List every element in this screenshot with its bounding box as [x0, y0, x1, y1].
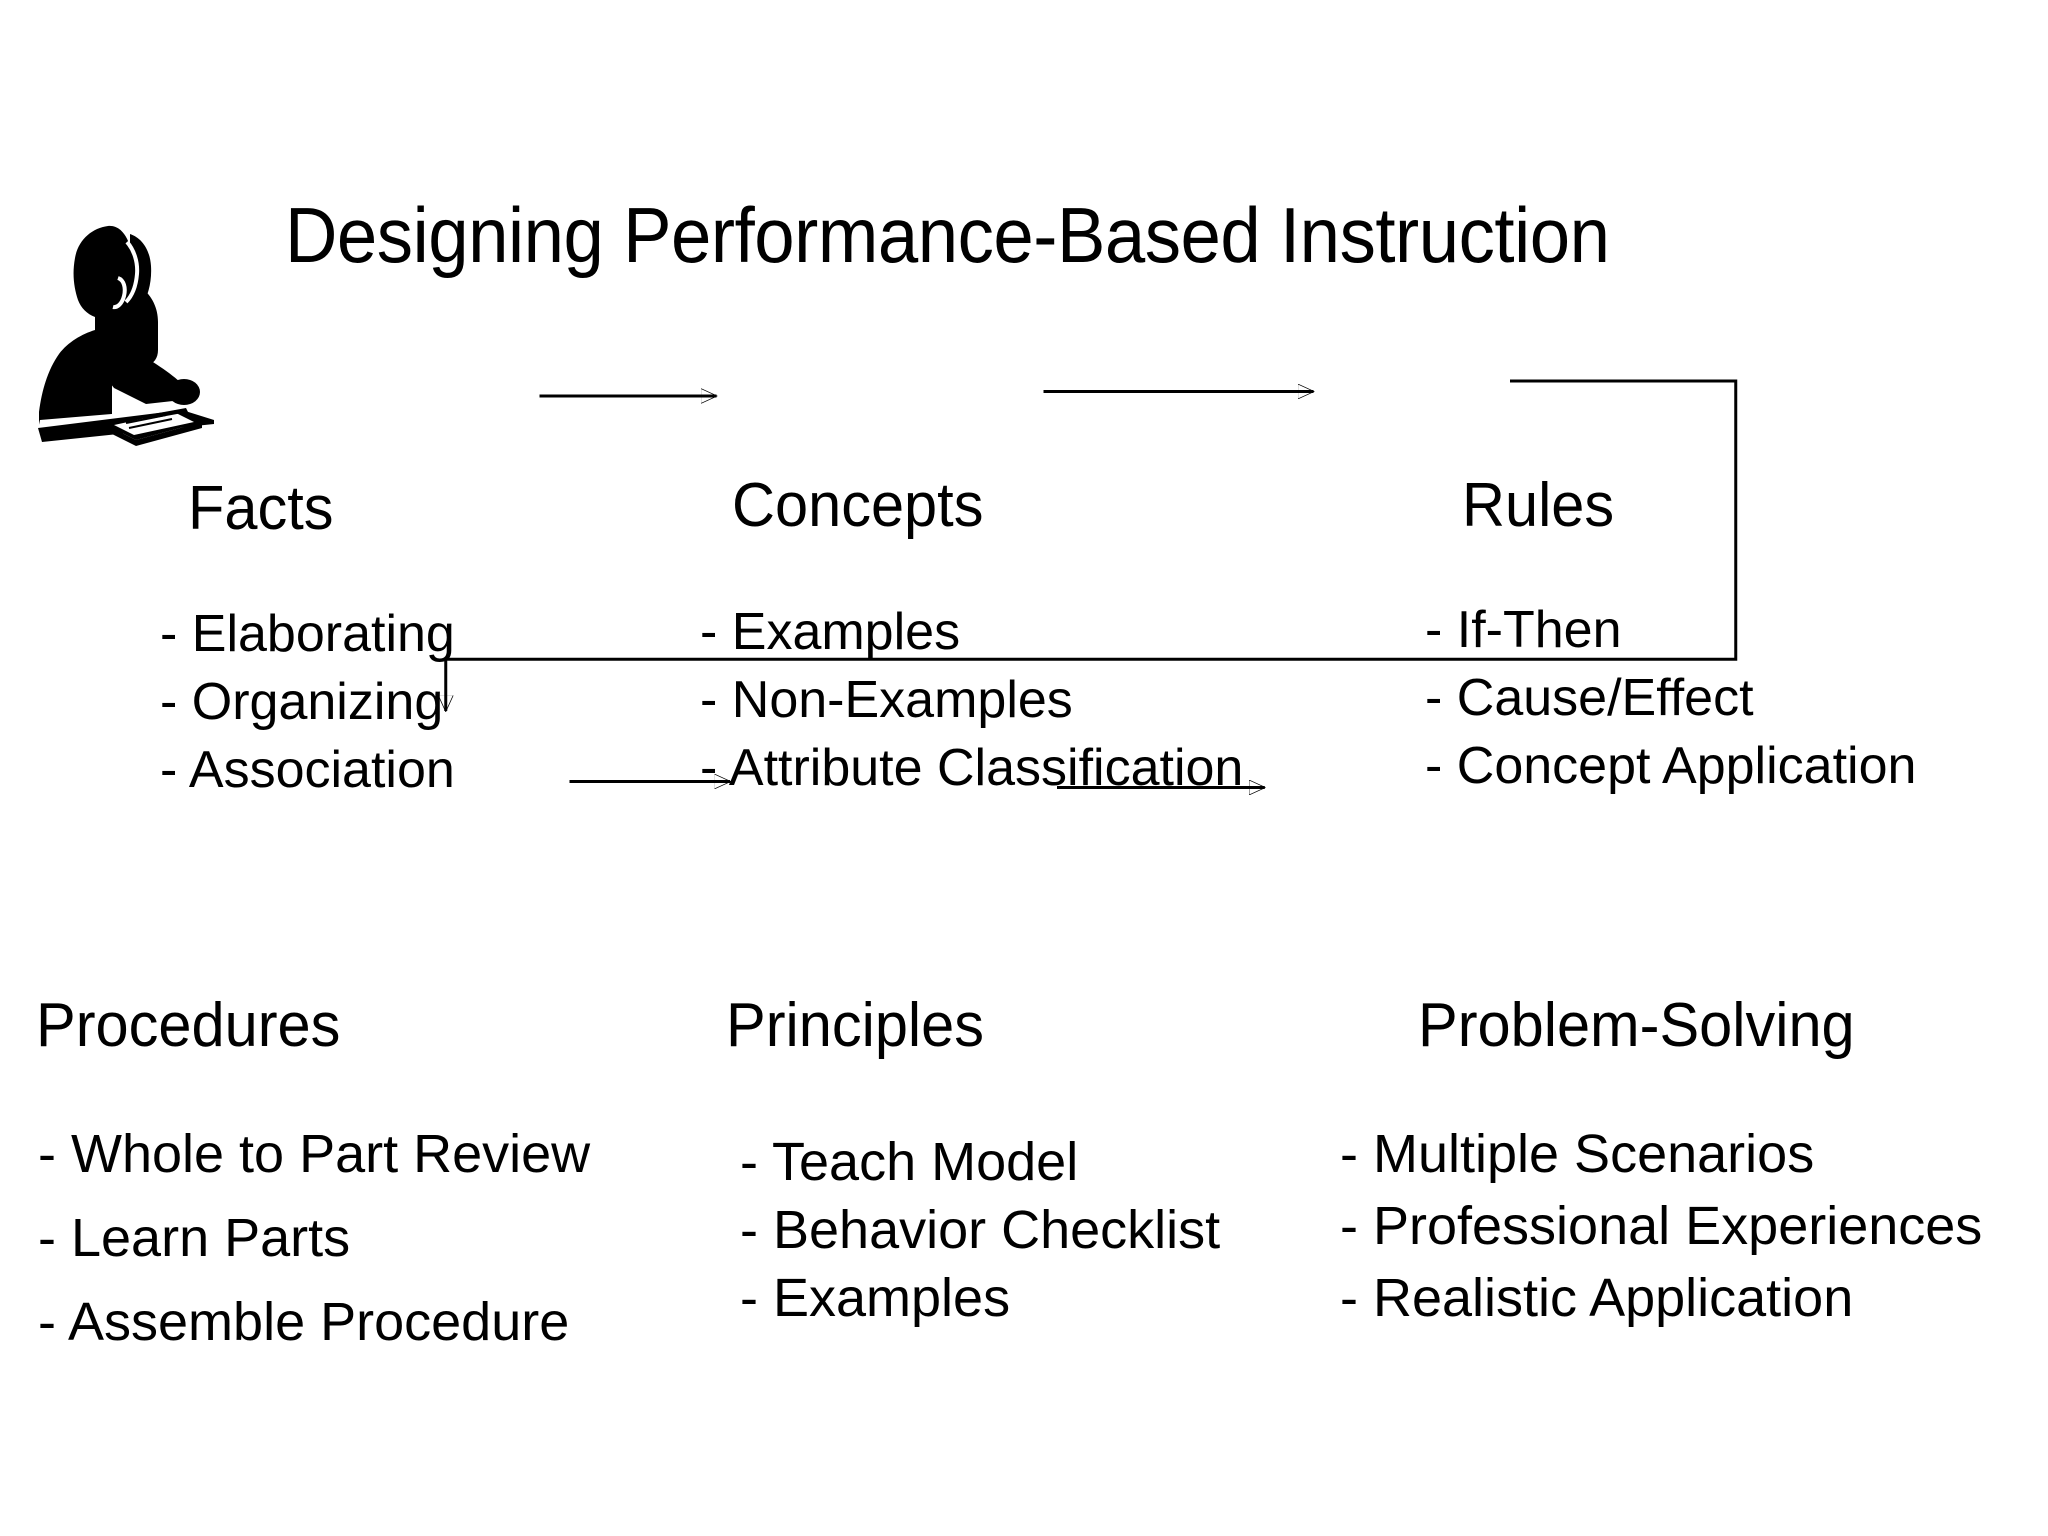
- list-item: - Behavior Checklist: [740, 1200, 1221, 1260]
- list-item: - Assemble Procedure: [38, 1292, 570, 1352]
- column-items-facts: - Elaborating - Organizing - Association: [160, 600, 455, 804]
- list-item: - If-Then: [1425, 601, 1622, 659]
- list-item: - Attribute Classification: [700, 739, 1244, 797]
- person-at-desk-silhouette-icon: [34, 212, 214, 452]
- column-items-principles: - Teach Model - Behavior Checklist - Exa…: [740, 1128, 1220, 1332]
- column-items-concepts: - Examples - Non-Examples - Attribute Cl…: [700, 598, 1243, 802]
- list-item: - Whole to Part Review: [38, 1124, 591, 1184]
- list-item: - Concept Application: [1425, 737, 1917, 795]
- list-item: - Examples: [700, 603, 961, 661]
- column-items-problem-solving: - Multiple Scenarios - Professional Expe…: [1340, 1118, 1982, 1334]
- column-heading-concepts: Concepts: [732, 471, 984, 540]
- column-items-procedures: - Whole to Part Review - Learn Parts - A…: [38, 1112, 590, 1364]
- list-item: - Examples: [740, 1268, 1011, 1328]
- column-heading-problem-solving: Problem-Solving: [1418, 991, 1855, 1060]
- list-item: - Cause/Effect: [1425, 669, 1754, 727]
- page-title: Designing Performance-Based Instruction: [285, 191, 1610, 279]
- list-item: - Learn Parts: [38, 1208, 351, 1268]
- list-item: - Teach Model: [740, 1132, 1079, 1192]
- column-heading-procedures: Procedures: [36, 991, 341, 1060]
- column-heading-facts: Facts: [188, 474, 334, 543]
- column-heading-rules: Rules: [1462, 471, 1615, 540]
- list-item: - Non-Examples: [700, 671, 1073, 729]
- list-item: - Organizing: [160, 673, 444, 731]
- list-item: - Professional Experiences: [1340, 1196, 1983, 1256]
- list-item: - Realistic Application: [1340, 1268, 1854, 1328]
- column-heading-principles: Principles: [726, 991, 985, 1060]
- list-item: - Multiple Scenarios: [1340, 1124, 1815, 1184]
- column-items-rules: - If-Then - Cause/Effect - Concept Appli…: [1425, 596, 1916, 800]
- list-item: - Association: [160, 741, 455, 799]
- list-item: - Elaborating: [160, 605, 455, 663]
